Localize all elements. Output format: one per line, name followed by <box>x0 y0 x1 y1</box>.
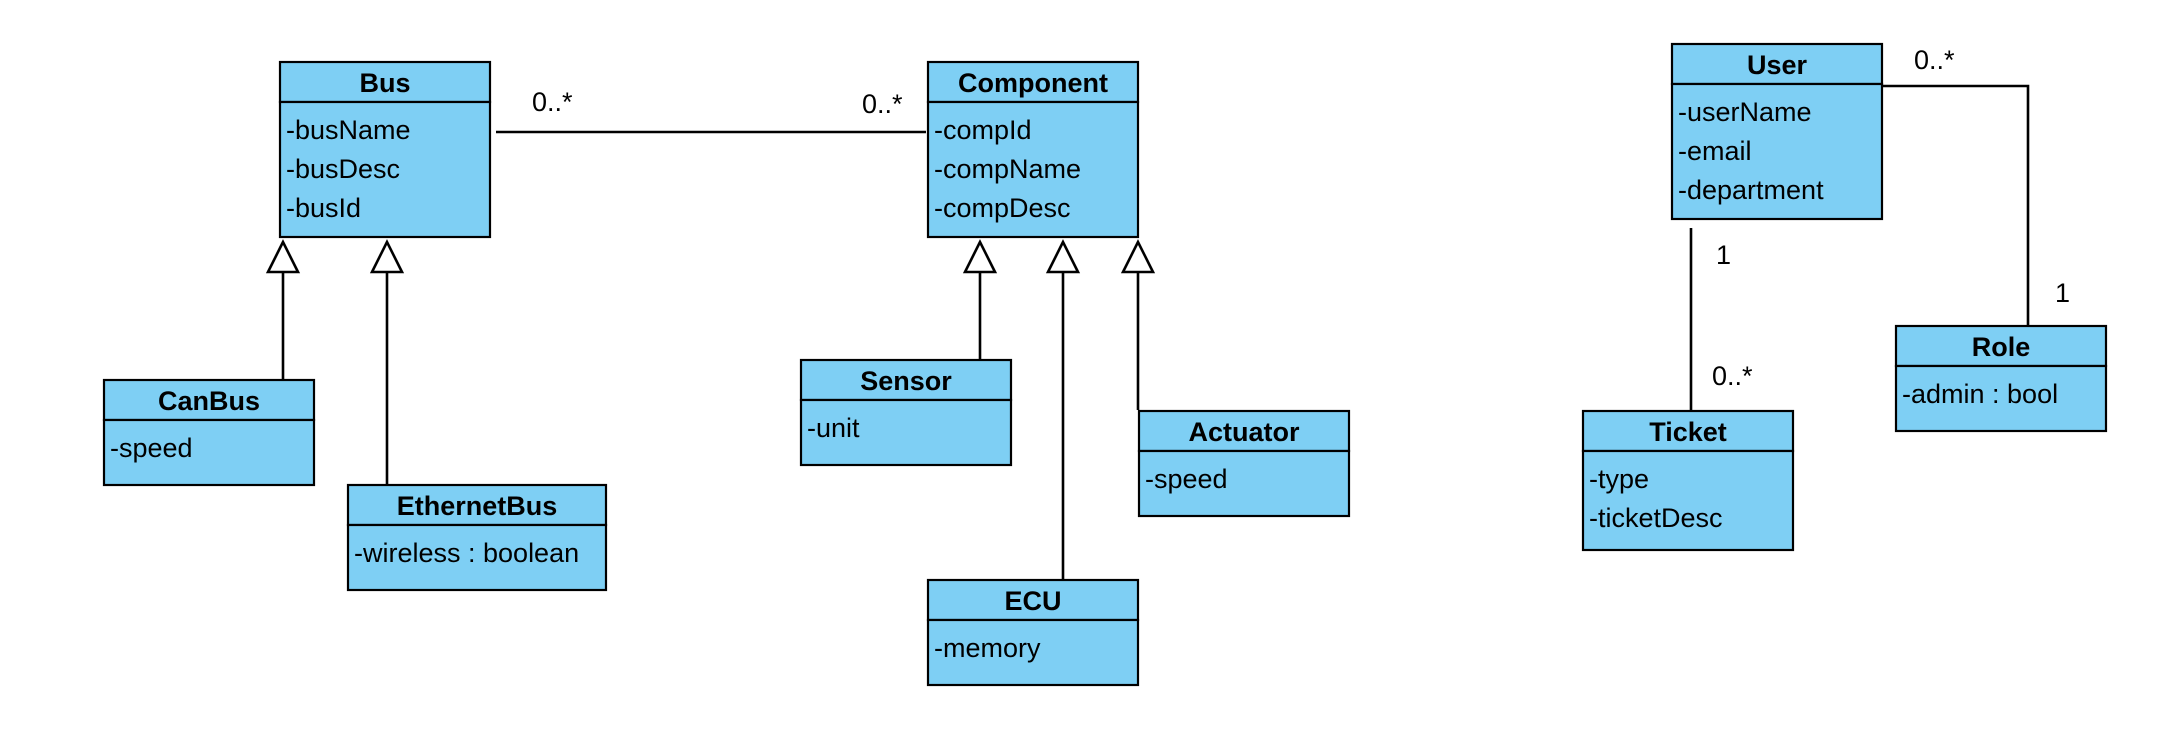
class-component-body <box>926 100 1140 239</box>
class-component-attr: -compId <box>934 115 1032 145</box>
class-ticket-body <box>1581 449 1795 552</box>
class-ecu-body <box>926 618 1140 687</box>
class-ecu[interactable]: ECU -memory <box>926 578 1140 687</box>
class-ticket-name: Ticket <box>1649 417 1727 447</box>
class-canbus-name: CanBus <box>158 386 260 416</box>
class-ethernetbus-body <box>346 523 608 592</box>
class-ecu-name: ECU <box>1004 586 1061 616</box>
class-component-name: Component <box>958 68 1108 98</box>
generalization-arrowheads <box>265 239 1156 274</box>
class-ticket-attr: -type <box>1589 464 1649 494</box>
class-canbus-attr: -speed <box>110 433 193 463</box>
class-actuator-header <box>1137 409 1351 453</box>
actuator-generalization-arrowhead <box>1120 239 1156 274</box>
class-sensor-attr: -unit <box>807 413 860 443</box>
class-canbus[interactable]: CanBus -speed <box>102 378 316 487</box>
class-bus-name: Bus <box>359 68 410 98</box>
canbus-generalization-arrowhead <box>265 239 301 274</box>
class-role[interactable]: Role -admin : bool <box>1894 324 2108 433</box>
class-actuator-name: Actuator <box>1188 417 1299 447</box>
class-actuator-attr: -speed <box>1145 464 1228 494</box>
sensor-generalization-arrowhead <box>962 239 998 274</box>
class-user-header <box>1670 42 1884 86</box>
class-bus-attr: -busId <box>286 193 361 223</box>
class-user-body <box>1670 82 1884 221</box>
class-bus[interactable]: Bus -busName -busDesc -busId <box>278 60 492 239</box>
class-component[interactable]: Component -compId -compName -compDesc <box>926 60 1140 239</box>
multiplicity-user-ticket-ticket-end: 0..* <box>1712 361 1753 391</box>
class-ticket-header <box>1581 409 1795 453</box>
class-component-attr: -compDesc <box>934 193 1071 223</box>
class-component-header <box>926 60 1140 104</box>
class-sensor[interactable]: Sensor -unit <box>799 358 1013 467</box>
class-sensor-name: Sensor <box>860 366 952 396</box>
class-actuator[interactable]: Actuator -speed <box>1137 409 1351 518</box>
class-ticket[interactable]: Ticket -type -ticketDesc <box>1581 409 1795 552</box>
class-ethernetbus-name: EthernetBus <box>397 491 558 521</box>
class-canbus-body <box>102 418 316 487</box>
class-ecu-attr: -memory <box>934 633 1041 663</box>
class-user-attr: -userName <box>1678 97 1812 127</box>
multiplicity-user-role-user-end: 0..* <box>1914 45 1955 75</box>
class-component-attr: -compName <box>934 154 1081 184</box>
class-bus-header <box>278 60 492 104</box>
class-bus-attr: -busName <box>286 115 411 145</box>
class-user-name: User <box>1747 50 1808 80</box>
class-role-name: Role <box>1972 332 2031 362</box>
class-user-attr: -email <box>1678 136 1752 166</box>
connector-lines <box>281 84 2030 579</box>
class-role-body <box>1894 364 2108 433</box>
class-ethernetbus-attr: -wireless : boolean <box>354 538 579 568</box>
class-user[interactable]: User -userName -email -department <box>1670 42 1884 221</box>
ecu-generalization-arrowhead <box>1045 239 1081 274</box>
multiplicity-labels: 0..* 0..* 0..* 1 1 0..* <box>532 45 2070 391</box>
class-ticket-attr: -ticketDesc <box>1589 503 1723 533</box>
multiplicity-user-ticket-user-end: 1 <box>1716 240 1731 270</box>
class-ethernetbus[interactable]: EthernetBus -wireless : boolean <box>346 483 608 592</box>
multiplicity-user-role-role-end: 1 <box>2055 278 2070 308</box>
class-ecu-header <box>926 578 1140 622</box>
class-role-header <box>1894 324 2108 368</box>
class-sensor-body <box>799 398 1013 467</box>
class-bus-attr: -busDesc <box>286 154 400 184</box>
class-bus-body <box>278 100 492 239</box>
class-user-attr: -department <box>1678 175 1824 205</box>
multiplicity-bus-end: 0..* <box>532 87 573 117</box>
class-sensor-header <box>799 358 1013 402</box>
class-actuator-body <box>1137 449 1351 518</box>
ethernetbus-generalization-arrowhead <box>369 239 405 274</box>
user-role-association <box>1882 84 2030 325</box>
multiplicity-component-end: 0..* <box>862 89 903 119</box>
class-role-attr: -admin : bool <box>1902 379 2058 409</box>
